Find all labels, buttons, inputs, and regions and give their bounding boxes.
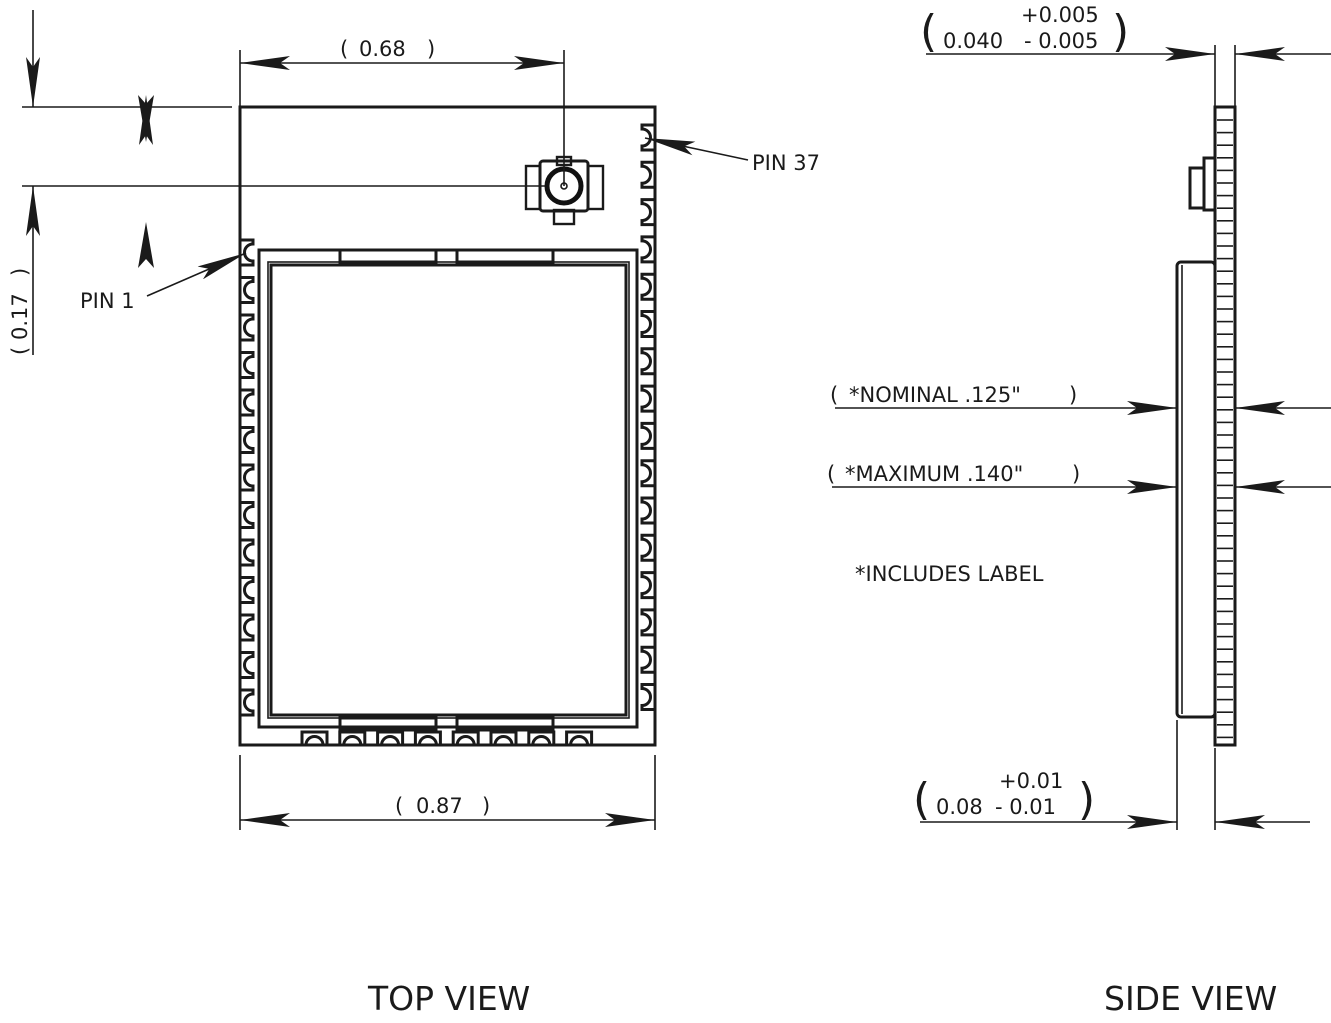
top-view-title: TOP VIEW [367,979,530,1018]
castellated-pad [565,730,594,746]
paren: ) [8,268,32,276]
castellated-pad [640,533,655,562]
castellated-pads [240,123,655,746]
pcb-castellation-ticks [1217,119,1233,739]
castellated-pad [640,198,655,227]
castellated-pad [640,123,655,152]
shield-nominal: 0.08 [936,795,983,819]
shield-tol-minus: - 0.01 [995,795,1056,819]
castellated-pad [376,730,405,746]
thickness-tol-plus: +0.005 [1021,3,1099,27]
shield-can-inner [267,261,630,719]
dim-0-17-label: 0.17 [8,293,32,340]
castellated-pad [338,730,367,746]
castellated-pad [640,235,655,264]
arrow-down-icon [138,95,154,142]
paren: ( [395,794,403,818]
castellated-pad [240,501,255,529]
castellated-pad [240,238,255,267]
castellated-pad [240,426,255,454]
paren: ( [340,37,348,61]
paren: ) [1112,6,1129,57]
connector-side [1188,156,1217,212]
castellated-pad [240,688,255,717]
castellated-pad [413,730,442,746]
castellated-pad [640,608,655,637]
shield-side [1175,260,1217,719]
castellated-pad [240,313,255,342]
shield-tabs [338,248,555,732]
castellated-pad [300,730,329,746]
castellated-pad [640,683,655,711]
castellated-pad [240,538,255,567]
castellated-pad [527,730,556,746]
paren: ( [913,774,930,825]
castellated-pad [640,459,655,488]
pin37-label: PIN 37 [752,151,820,175]
side-view-title: SIDE VIEW [1104,979,1277,1018]
paren: ) [427,37,435,61]
includes-label-note: *INCLUDES LABEL [855,562,1044,586]
castellated-pad [640,645,655,674]
paren: ) [1069,383,1077,407]
shield-label [269,263,628,717]
pin1-label: PIN 1 [80,289,135,313]
shield-can-outer [257,248,639,729]
castellated-pad [640,160,655,189]
castellated-pad [240,463,255,492]
thickness-nominal: 0.040 [943,29,1003,53]
arrow-up-icon [138,222,154,268]
top-view: ( 0.68 ) 0.17 ( ) PIN 1 PIN 37 ( 0.87 ) … [8,10,820,1018]
castellated-pad [240,351,255,379]
shield-tol-plus: +0.01 [999,769,1063,793]
castellated-pad [640,347,655,376]
side-view: ( ) +0.005 0.040 - 0.005 ( *NOMINAL .125… [827,3,1331,1018]
paren: ) [1078,774,1095,825]
paren: ( [830,383,838,407]
maximum-label: *MAXIMUM .140" [845,462,1023,486]
castellated-pad [240,276,255,304]
castellated-pad [640,384,655,413]
paren: ( [920,6,937,57]
castellated-pad [240,388,255,417]
module-outline [238,105,657,747]
paren: ( [8,347,32,355]
castellated-pad [240,576,255,604]
castellated-pad [451,730,480,746]
castellated-pad [640,310,655,338]
castellated-pad [640,571,655,600]
castellated-pad [240,613,255,642]
castellated-pad [640,272,655,301]
thickness-tol-minus: - 0.005 [1024,29,1098,53]
castellated-pad [240,651,255,679]
castellated-pad [640,496,655,525]
pin1-leader [146,252,247,297]
dim-0-87-label: 0.87 [416,794,463,818]
paren: ) [482,794,490,818]
castellated-pad [640,421,655,450]
pin37-leader [644,137,749,161]
paren: ( [827,462,835,486]
nominal-label: *NOMINAL .125" [849,383,1021,407]
paren: ) [1072,462,1080,486]
dim-0-68-label: 0.68 [359,37,406,61]
castellated-pad [489,730,518,746]
